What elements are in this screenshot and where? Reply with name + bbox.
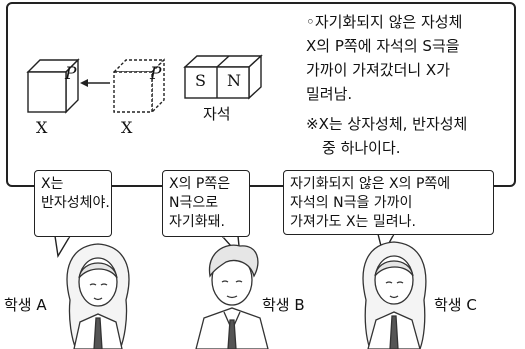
magnet-n-pole: N (227, 71, 241, 90)
bubble-b-line-2: N극으로 (169, 195, 219, 211)
bubble-c-line-1: 자기화되지 않은 X의 P쪽에 (290, 176, 451, 192)
bubble-a-line-1: X는 (41, 176, 64, 192)
bubble-b-line-3: 자기화돼. (169, 214, 225, 230)
p-label-solid: P (65, 64, 77, 84)
note-line-2: X의 P쪽에 자석의 S극을 (306, 37, 460, 55)
x-label-solid: X (36, 118, 48, 137)
magnet-s-pole: S (195, 71, 206, 90)
magnet-label: 자석 (203, 105, 231, 123)
bubble-c-line-2: 자석의 N극을 가까이 (290, 195, 413, 211)
student-c-label: 학생 C (434, 296, 477, 314)
cube-x-solid (26, 58, 80, 114)
magnet (183, 54, 263, 100)
x-label-dashed: X (121, 118, 133, 137)
note-line-3: 가까이 가져갔더니 X가 (306, 61, 451, 79)
bubble-b-line-1: X의 P쪽은 (169, 176, 231, 192)
p-label-dashed: P (150, 64, 162, 84)
note-line-5: ※X는 상자성체, 반자성체 (306, 115, 468, 133)
student-b-figure (195, 244, 269, 349)
bubble-a-line-2: 반자성체야. (41, 195, 110, 211)
movement-arrow (80, 79, 110, 87)
bubble-student-b: X의 P쪽은 N극으로 자기화돼. (162, 170, 250, 237)
note-line-4: 밀려남. (306, 85, 353, 103)
student-c-figure (362, 241, 427, 349)
student-b-label: 학생 B (262, 296, 305, 314)
experiment-frame (6, 2, 516, 187)
note-line-1: ◦자기화되지 않은 자성체 (306, 13, 463, 31)
note-line-6: 중 하나이다. (322, 139, 401, 157)
bubble-student-a: X는 반자성체야. (34, 170, 112, 237)
experiment-diagram (26, 54, 263, 114)
experiment-note: ◦자기화되지 않은 자성체 X의 P쪽에 자석의 S극을 가까이 가져갔더니 X… (306, 10, 516, 160)
student-a-label: 학생 A (4, 296, 47, 314)
bubble-c-line-3: 가져가도 X는 밀려나. (290, 214, 416, 230)
student-a-figure (66, 243, 130, 349)
bubble-student-c: 자기화되지 않은 X의 P쪽에 자석의 N극을 가까이 가져가도 X는 밀려나. (283, 170, 494, 235)
cube-x-dashed (112, 58, 166, 114)
